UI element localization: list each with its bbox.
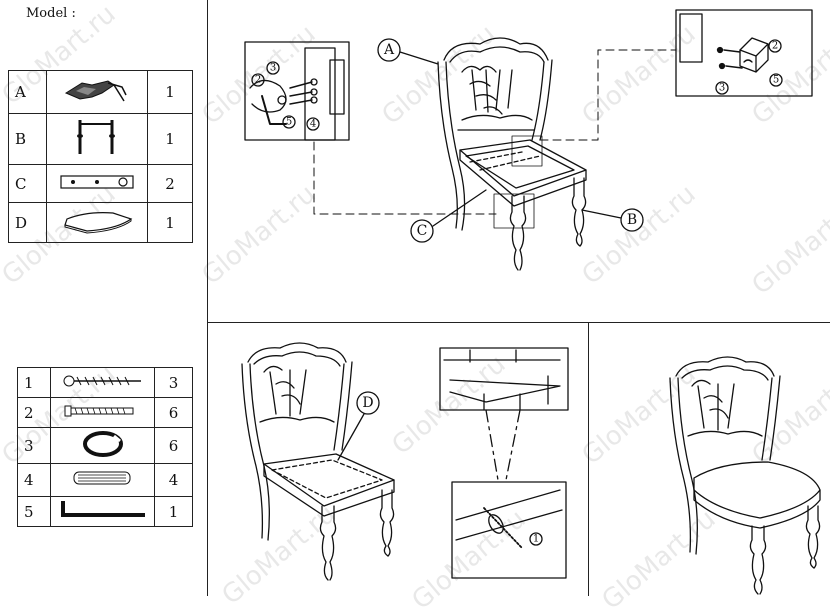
hardware-number: 1 xyxy=(16,367,52,398)
front-legs-assembly-icon xyxy=(46,113,148,165)
assembly-diagram: A C B D 3 2 5 4 2 5 3 1 xyxy=(241,9,821,595)
wood-screw-icon xyxy=(50,367,155,398)
component-qty: 1 xyxy=(146,70,194,114)
callout-d: D xyxy=(362,395,373,411)
hardware-qty: 4 xyxy=(153,463,194,497)
callout-3: 3 xyxy=(270,63,276,74)
bolt-icon xyxy=(50,397,155,428)
panel-divider-horizontal xyxy=(207,322,830,323)
callout-a: A xyxy=(383,42,395,58)
chair-with-seat-drawing xyxy=(241,342,395,581)
component-row: C 2 xyxy=(7,164,194,203)
hardware-table: 1 3 2 6 3 6 4 xyxy=(16,367,194,527)
component-qty: 1 xyxy=(146,202,194,243)
hardware-row: 1 3 xyxy=(16,367,194,398)
callout-2: 2 xyxy=(255,75,261,86)
callout-4: 4 xyxy=(310,119,316,130)
callout-5: 5 xyxy=(286,117,292,128)
seat-cushion-icon xyxy=(46,202,148,243)
component-row: A 1 xyxy=(7,70,194,114)
hardware-row: 5 1 xyxy=(16,496,194,527)
chair-back-frame-icon xyxy=(46,70,148,114)
hardware-row: 2 6 xyxy=(16,397,194,428)
components-table: A 1 B 1 C xyxy=(7,70,194,243)
component-letter: A xyxy=(7,70,48,114)
chair-frame-drawing xyxy=(437,37,587,271)
hardware-row: 4 4 xyxy=(16,463,194,497)
callout-b: B xyxy=(627,212,637,228)
component-letter: D xyxy=(7,202,48,243)
finished-chair-drawing xyxy=(669,356,821,595)
callout-1: 1 xyxy=(533,534,539,545)
component-letter: C xyxy=(7,164,48,203)
callout-3-right: 3 xyxy=(719,83,725,94)
callout-labels: A C B D 3 2 5 4 2 5 3 1 xyxy=(255,41,779,545)
model-label: Model : xyxy=(26,6,76,21)
hardware-qty: 6 xyxy=(153,397,194,428)
callout-5-right: 5 xyxy=(773,75,779,86)
hardware-row: 3 6 xyxy=(16,427,194,464)
spring-washer-icon xyxy=(50,427,155,464)
callout-2-right: 2 xyxy=(772,41,778,52)
component-row: D 1 xyxy=(7,202,194,243)
allen-key-icon xyxy=(50,496,155,527)
panel-divider-vertical xyxy=(207,0,208,596)
callout-c: C xyxy=(417,223,428,239)
wooden-dowel-icon xyxy=(50,463,155,497)
hardware-number: 2 xyxy=(16,397,52,428)
hardware-qty: 1 xyxy=(153,496,194,527)
hardware-number: 5 xyxy=(16,496,52,527)
side-rail-icon xyxy=(46,164,148,203)
component-letter: B xyxy=(7,113,48,165)
panel-divider-vertical-2 xyxy=(588,322,589,596)
